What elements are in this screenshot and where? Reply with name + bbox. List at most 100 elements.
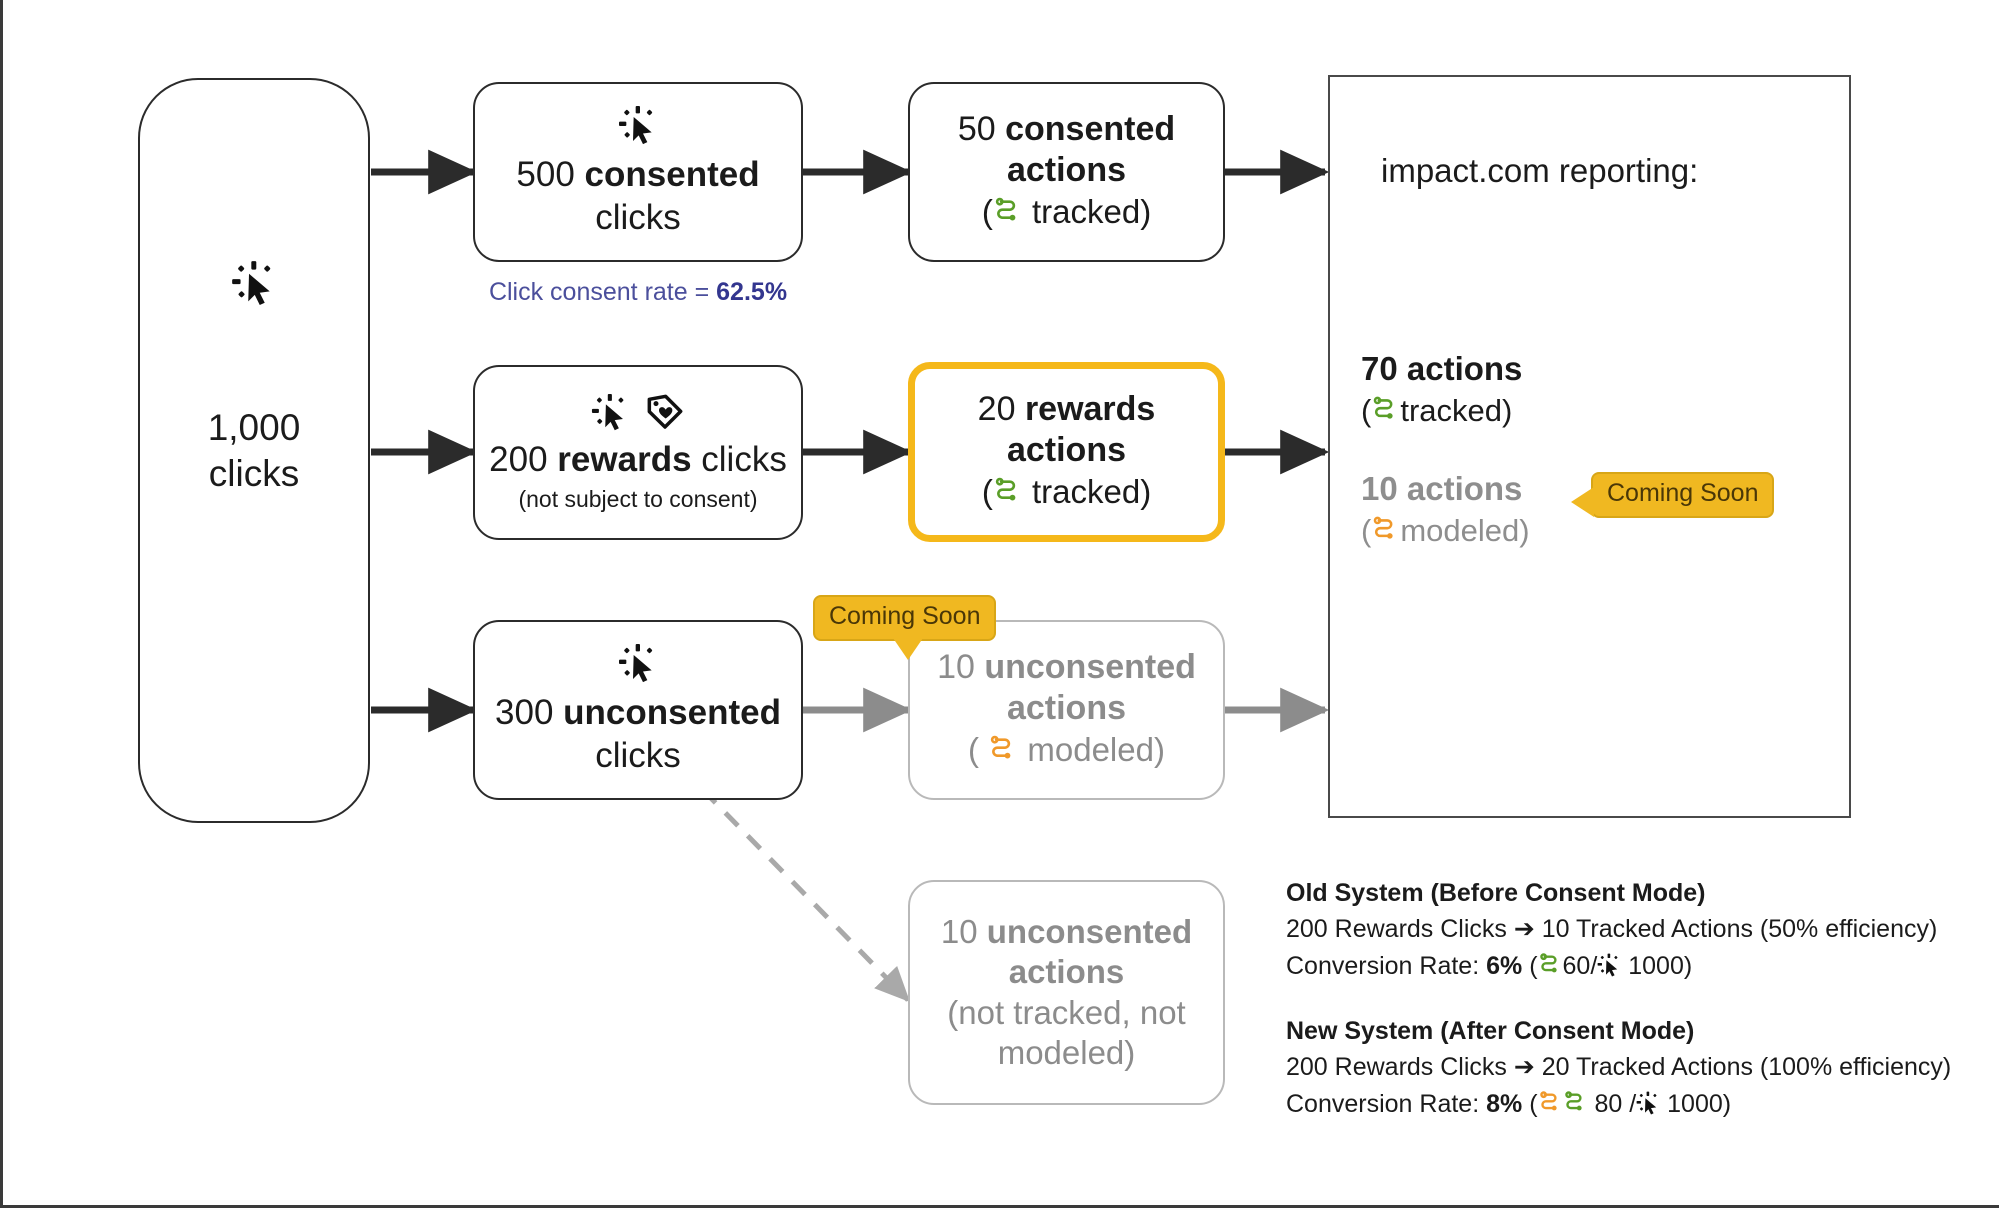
paren-open: ( [1361, 392, 1372, 428]
modeled-actions-line3: ( modeled) [968, 730, 1165, 773]
consented-clicks-line1: 500 consented [516, 154, 759, 197]
new-ratio-denominator: 1000) [1660, 1089, 1732, 1118]
paren-open: ( [968, 730, 989, 768]
badge-tail-icon [893, 637, 923, 660]
rewards-actions-label: rewards [1024, 389, 1156, 428]
paren-open: ( [1361, 512, 1372, 548]
modeled-path-icon [988, 733, 1018, 773]
dropoff-actions-line2: actions [1008, 953, 1125, 991]
total-clicks-unit: clicks [208, 452, 300, 494]
summary-new-system: New System (After Consent Mode) 200 Rewa… [1286, 1013, 1951, 1125]
click-cursor-icon [231, 260, 277, 312]
new-ratio-numerator: 80 / [1587, 1089, 1637, 1118]
consented-clicks-value: 500 [516, 155, 575, 195]
click-consent-rate-note: Click consent rate = 62.5% [473, 276, 803, 309]
consented-actions-line3: ( tracked) [982, 192, 1151, 235]
badge-label: Coming Soon [829, 602, 981, 630]
unconsented-clicks-line2: clicks [595, 735, 681, 775]
report-stat-modeled: 10 actions ( modeled) [1361, 468, 1530, 554]
rewards-clicks-label: rewards [557, 440, 692, 480]
node-consented-clicks[interactable]: 500 consented clicks [473, 82, 803, 262]
node-unconsented-modeled-actions[interactable]: 10 unconsented actions ( modeled) [908, 620, 1225, 800]
rewards-actions-line1: 20 rewards [978, 389, 1156, 430]
unconsented-clicks-line1: 300 unconsented [495, 692, 781, 735]
consented-actions-label: consented [1005, 109, 1176, 148]
consented-clicks-label: consented [584, 155, 760, 195]
report-stat-tracked: 70 actions ( tracked) [1361, 348, 1522, 434]
rewards-clicks-line1: 200 rewards clicks [489, 439, 787, 482]
paren-open: ( [981, 192, 993, 230]
modeled-actions-label: unconsented [984, 647, 1196, 686]
dropoff-actions-line3: (not tracked, not [947, 993, 1186, 1031]
tracked-path-icon [993, 475, 1023, 515]
conversion-rate-value: 8% [1486, 1089, 1523, 1118]
paren-open: ( [981, 472, 993, 510]
tracked-path-icon [993, 195, 1023, 235]
modeled-actions-line2: actions [1006, 689, 1127, 728]
click-cursor-icon [1636, 1089, 1660, 1125]
consented-actions-value: 50 [957, 109, 996, 148]
node-rewards-actions[interactable]: 20 rewards actions ( tracked) [908, 362, 1225, 542]
old-ratio-denominator: 1000) [1621, 951, 1693, 980]
dropoff-actions-line1: 10 unconsented [941, 912, 1192, 952]
dropoff-actions-line4: modeled) [997, 1033, 1136, 1071]
node-consented-actions[interactable]: 50 consented actions ( tracked) [908, 82, 1225, 262]
report-modeled-headline: 10 actions [1361, 470, 1523, 507]
consent-note-line1: Click consent [488, 278, 638, 306]
paren-open: ( [1522, 1089, 1538, 1118]
badge-tail-icon [1571, 487, 1594, 517]
tracked-label: tracked) [1022, 192, 1152, 230]
old-system-line2: Conversion Rate: 6% (60/ 1000) [1286, 948, 1937, 987]
tracked-label: tracked) [1400, 392, 1513, 428]
old-system-line1: 200 Rewards Clicks ➔ 10 Tracked Actions … [1286, 915, 1938, 944]
node-total-clicks[interactable]: 1,000 clicks [138, 78, 370, 823]
unconsented-clicks-label: unconsented [563, 693, 781, 733]
tracked-path-icon [1371, 394, 1400, 434]
consented-clicks-line2: clicks [595, 197, 681, 237]
paren-open: ( [1522, 951, 1538, 980]
consented-actions-line1: 50 consented [958, 109, 1175, 150]
modeled-path-icon [1538, 1089, 1563, 1125]
tracked-path-icon [1538, 951, 1563, 987]
impact-reporting-panel[interactable] [1328, 75, 1851, 818]
modeled-actions-value: 10 [937, 647, 975, 686]
new-system-line2: Conversion Rate: 8% ( 80 / 1000) [1286, 1086, 1951, 1125]
rewards-actions-line2: actions [1006, 431, 1127, 470]
rewards-clicks-value: 200 [489, 440, 548, 480]
rewards-actions-line3: ( tracked) [982, 472, 1151, 515]
node-unconsented-clicks[interactable]: 300 unconsented clicks [473, 620, 803, 800]
badge-coming-soon-report[interactable]: Coming Soon [1571, 472, 1775, 518]
report-tracked-headline: 70 actions [1361, 350, 1523, 387]
tag-heart-icon [645, 392, 685, 438]
total-clicks-value: 1,000 [207, 407, 301, 449]
click-cursor-icon [618, 643, 658, 689]
badge-coming-soon-modeled-node[interactable]: Coming Soon [813, 595, 997, 660]
old-ratio-numerator: 60/ [1562, 951, 1598, 980]
rewards-clicks-subnote: (not subject to consent) [518, 486, 758, 513]
modeled-label: modeled) [1400, 512, 1530, 548]
consent-rate-prefix: rate = [644, 278, 717, 306]
modeled-label: modeled) [1018, 730, 1165, 768]
summary-old-system: Old System (Before Consent Mode) 200 Rew… [1286, 875, 1937, 987]
report-modeled-detail: ( modeled) [1361, 513, 1530, 548]
click-cursor-icon [618, 105, 658, 151]
rewards-icon-group [591, 392, 685, 438]
new-system-line1: 200 Rewards Clicks ➔ 20 Tracked Actions … [1286, 1053, 1952, 1082]
tracked-path-icon [1563, 1089, 1588, 1125]
conversion-rate-prefix: Conversion Rate: [1286, 1089, 1487, 1118]
new-system-heading: New System (After Consent Mode) [1286, 1017, 1695, 1045]
unconsented-clicks-value: 300 [495, 693, 554, 733]
tracked-label: tracked) [1022, 472, 1152, 510]
rewards-clicks-suffix: clicks [691, 440, 787, 480]
consent-note-line2: rate = 62.5% [645, 278, 787, 306]
consent-rate-value: 62.5% [716, 278, 788, 306]
conversion-rate-value: 6% [1486, 951, 1523, 980]
conversion-rate-prefix: Conversion Rate: [1286, 951, 1487, 980]
node-unconsented-dropoff-actions[interactable]: 10 unconsented actions (not tracked, not… [908, 880, 1225, 1105]
consented-actions-line2: actions [1006, 151, 1127, 190]
modeled-actions-line1: 10 unconsented [937, 647, 1196, 688]
click-cursor-icon [591, 393, 629, 437]
dropoff-actions-label: unconsented [986, 913, 1193, 950]
node-rewards-clicks[interactable]: 200 rewards clicks (not subject to conse… [473, 365, 803, 540]
